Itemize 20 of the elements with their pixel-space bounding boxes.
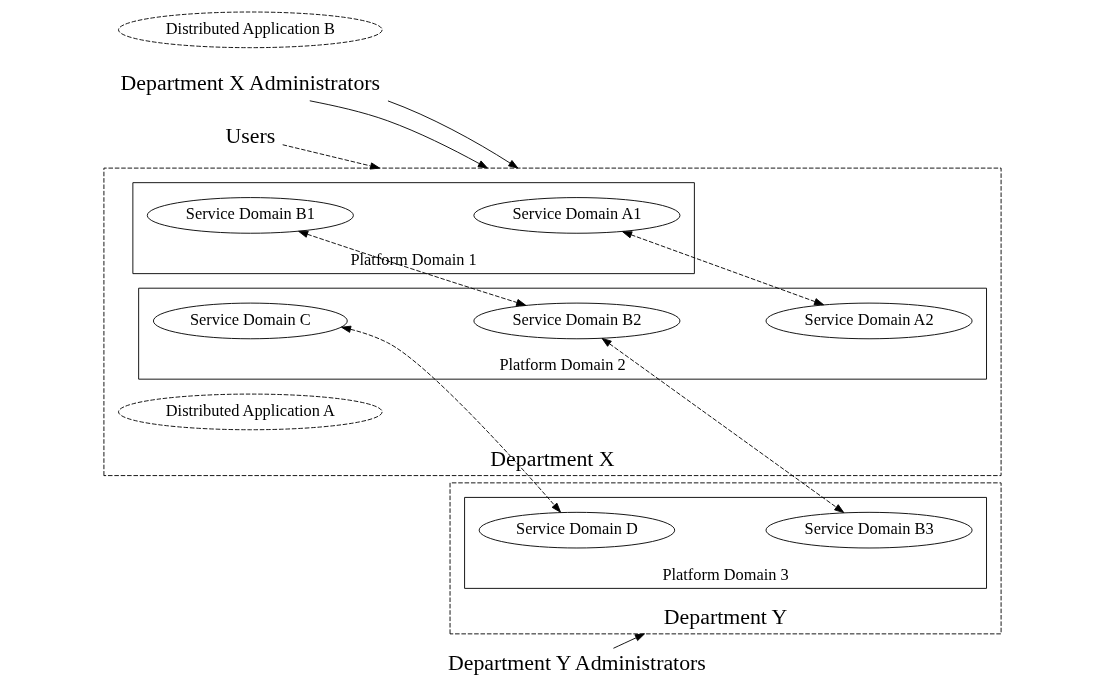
node-ellipse: Service Domain B3 [765,511,973,549]
node-ellipse: Service Domain B1 [146,197,354,234]
arrow [340,325,561,513]
arrow [621,231,824,306]
node-ellipse: Service Domain A2 [765,302,973,340]
arrow [601,337,844,514]
node-ellipse: Service Domain B2 [472,302,680,340]
node-ellipse: Service Domain C [152,302,348,340]
arrow [612,633,645,649]
arrow [387,100,518,169]
node-ellipse: Distributed Application A [117,393,383,431]
node-text: Department X Administrators [120,71,380,96]
node-ellipse: Service Domain D [478,511,675,549]
arrow [297,230,526,307]
arrow [308,100,488,169]
node-ellipse: Service Domain A1 [472,197,680,234]
node-text: Department Y Administrators [447,651,706,676]
node-text: Users [224,123,275,148]
node-ellipse: Distributed Application B [117,11,383,49]
arrow [281,144,380,170]
